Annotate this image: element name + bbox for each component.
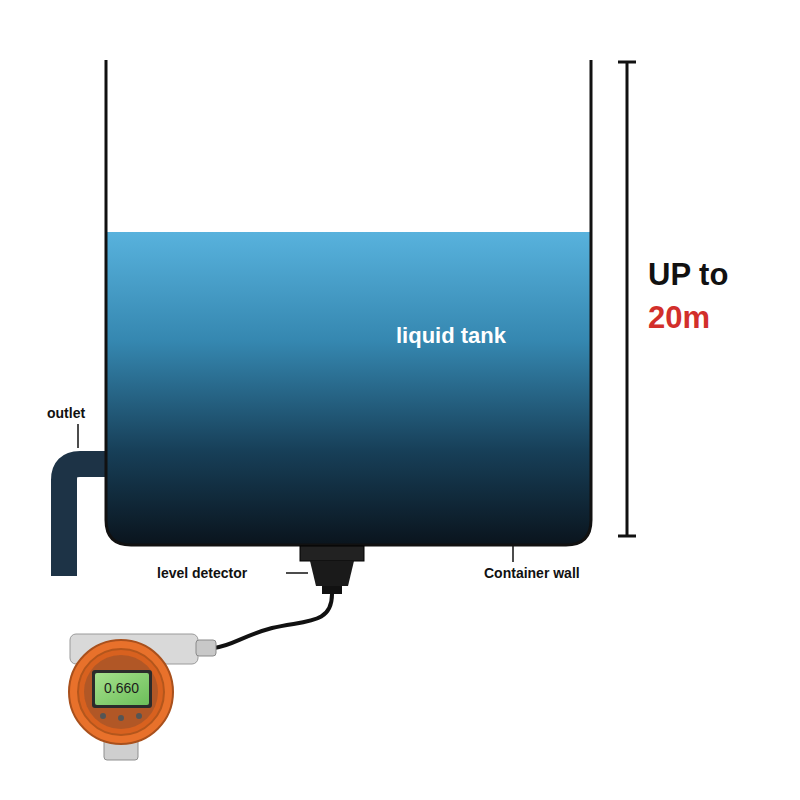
dimension-text: UP to	[648, 256, 728, 293]
leader-line	[286, 572, 308, 574]
display-reading: 0.660	[104, 681, 139, 696]
level-detector	[300, 546, 364, 594]
label-holder: Container wall	[484, 564, 580, 582]
cable	[214, 594, 332, 648]
label-holder: outlet	[47, 404, 85, 422]
transmitter	[69, 634, 216, 760]
tank-region: liquid tank	[106, 232, 591, 545]
dimension-bar	[618, 62, 636, 536]
tank-label: liquid tank	[396, 324, 506, 348]
lcd-display: 0.660	[95, 673, 149, 705]
leader-line	[512, 546, 514, 562]
leader-line	[77, 424, 79, 448]
label-holder: UP to	[648, 256, 728, 293]
part-label: level detector	[157, 565, 247, 582]
liquid	[106, 232, 591, 545]
outlet-pipe	[64, 464, 108, 576]
label-holder: 20m	[648, 299, 710, 336]
label-holder: level detector	[157, 564, 247, 582]
outlet-label: outlet	[47, 405, 85, 422]
part-label: Container wall	[484, 565, 580, 582]
tank-wall	[106, 60, 591, 545]
dimension-value: 20m	[648, 299, 710, 336]
